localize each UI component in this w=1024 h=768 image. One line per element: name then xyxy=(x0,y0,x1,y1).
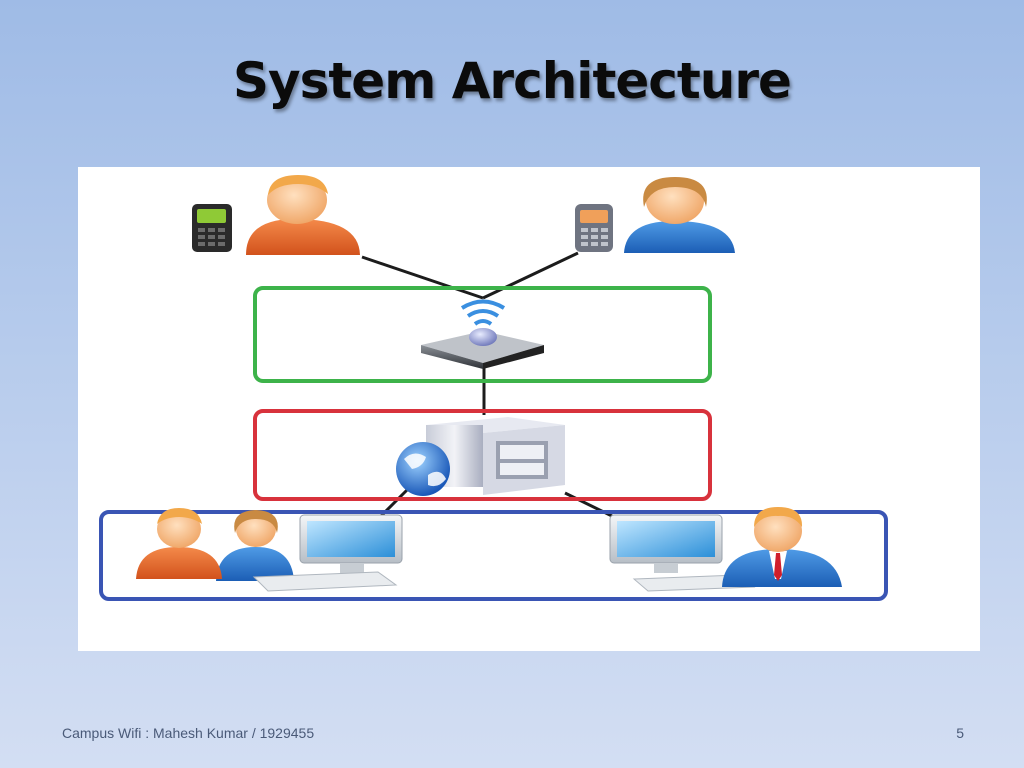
server-layer-box xyxy=(253,409,712,501)
architecture-diagram xyxy=(78,167,980,651)
wireless-access-layer-box xyxy=(253,286,712,383)
woman-with-phone-icon xyxy=(575,177,735,253)
client-layer-box xyxy=(99,510,888,601)
slide-title: System Architecture xyxy=(233,52,792,110)
diagram-canvas xyxy=(99,175,888,601)
wireless-access-point-icon xyxy=(421,299,544,369)
man-with-phone-icon xyxy=(192,175,360,255)
footer-text: Campus Wifi : Mahesh Kumar / 1929455 xyxy=(62,725,315,741)
page-number: 5 xyxy=(956,725,964,741)
businessman-at-computer-icon xyxy=(609,507,842,592)
two-users-at-computer-icon xyxy=(136,508,403,592)
web-server-icon xyxy=(396,417,565,496)
